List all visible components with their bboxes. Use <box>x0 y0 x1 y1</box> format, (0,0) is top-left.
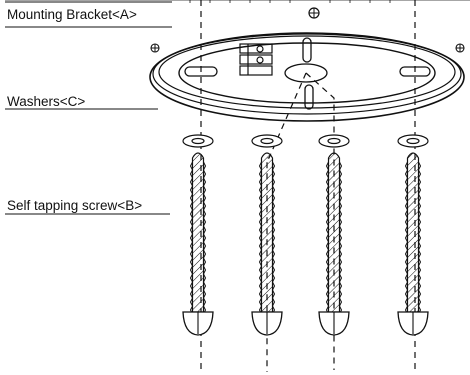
screw-4 <box>397 152 429 336</box>
screw-thread <box>189 161 207 315</box>
screws <box>182 152 429 336</box>
washer-3 <box>318 134 350 148</box>
washer-4 <box>397 134 429 148</box>
bracket-rim-2 <box>152 33 462 115</box>
guide-line-4 <box>305 72 335 370</box>
mounting-bracket <box>149 7 465 122</box>
screw-3 <box>318 152 350 336</box>
washers <box>182 134 429 148</box>
bracket-inner-plate <box>178 42 436 104</box>
leader-line-bracket <box>5 1 172 28</box>
top-screw-icon <box>308 7 320 19</box>
bracket-outer-rim <box>149 32 465 122</box>
screw-thread <box>258 161 276 315</box>
slot-top-center <box>302 37 312 63</box>
screw-shank <box>327 152 341 313</box>
terminal-block <box>239 43 273 76</box>
alignment-lines <box>200 0 416 372</box>
leader-lines <box>5 1 172 215</box>
washer-1 <box>182 134 214 148</box>
screw-thread <box>404 161 422 315</box>
bracket-rim-3 <box>158 35 456 109</box>
screw-thread <box>325 161 343 315</box>
right-side-screw-icon <box>455 43 465 53</box>
top-edge-ticks <box>5 0 470 3</box>
label-mounting-bracket: Mounting Bracket<A> <box>7 7 137 22</box>
label-self-tapping-screw: Self tapping screw<B> <box>7 198 143 213</box>
slot-bottom-center <box>304 84 314 110</box>
label-washers: Washers<C> <box>7 94 86 109</box>
screw-shank <box>260 152 274 313</box>
center-hole <box>284 63 328 83</box>
left-side-screw-icon <box>150 43 160 53</box>
washer-2 <box>251 134 283 148</box>
screw-shank <box>406 152 420 313</box>
screw-1 <box>182 152 214 336</box>
screw-shank <box>191 152 205 313</box>
screw-2 <box>251 152 283 336</box>
